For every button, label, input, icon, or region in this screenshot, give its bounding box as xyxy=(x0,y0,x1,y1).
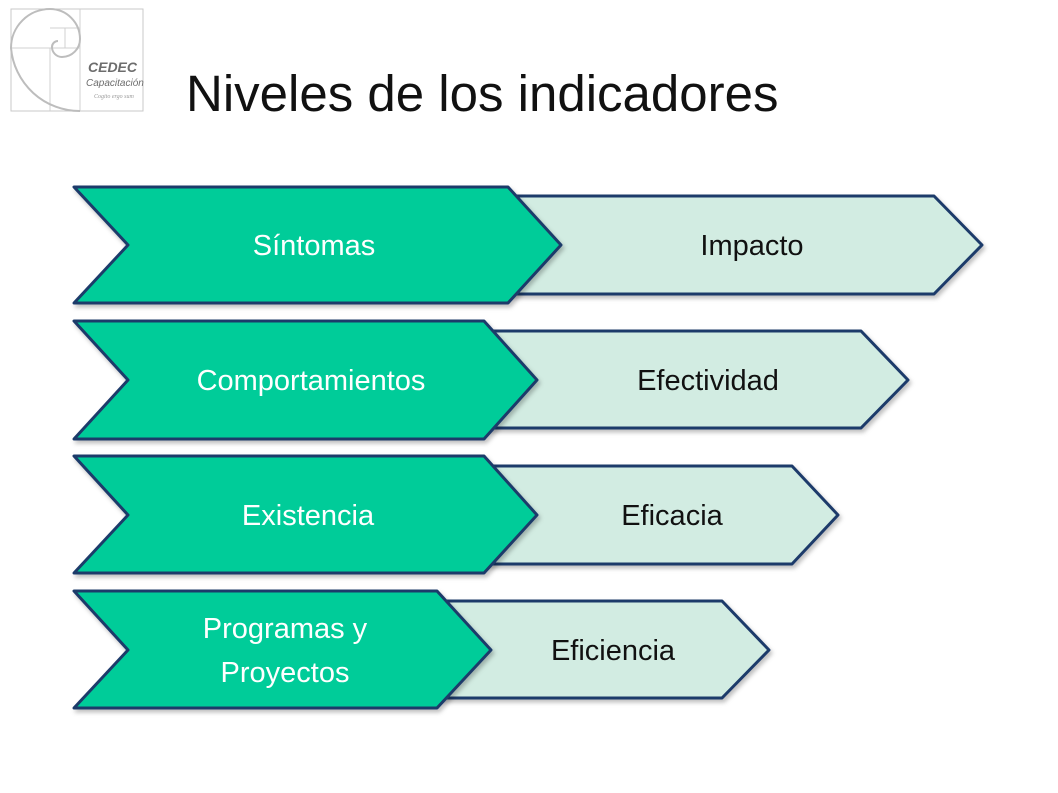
indicator-row: Comportamientos Efectividad xyxy=(72,319,910,441)
level-label: Existencia xyxy=(242,500,375,532)
logo-subtitle: Capacitación xyxy=(86,78,144,89)
slide-title: Niveles de los indicadores xyxy=(186,65,779,122)
result-label: Eficiencia xyxy=(551,635,676,667)
indicator-row: Síntomas Impacto xyxy=(72,185,984,305)
logo-name: CEDEC xyxy=(88,59,138,75)
level-label: Síntomas xyxy=(253,230,376,262)
level-label: Programas y xyxy=(203,613,368,645)
logo-tagline: Cogito ergo sum xyxy=(94,94,134,100)
logo-graphic: CEDEC Capacitación Cogito ergo sum xyxy=(10,8,144,112)
cedec-logo: CEDEC Capacitación Cogito ergo sum xyxy=(10,8,144,112)
result-label: Eficacia xyxy=(621,500,723,532)
level-chevron xyxy=(72,454,539,575)
level-chevron xyxy=(72,185,563,305)
result-label: Efectividad xyxy=(637,365,779,397)
level-chevron xyxy=(72,319,539,441)
level-label: Comportamientos xyxy=(197,365,426,397)
result-label: Impacto xyxy=(700,230,803,262)
level-chevron xyxy=(72,589,493,710)
indicator-row: Programas y Proyectos Eficiencia xyxy=(72,589,771,710)
indicator-row: Existencia Eficacia xyxy=(72,454,840,575)
level-label: Proyectos xyxy=(221,657,350,689)
